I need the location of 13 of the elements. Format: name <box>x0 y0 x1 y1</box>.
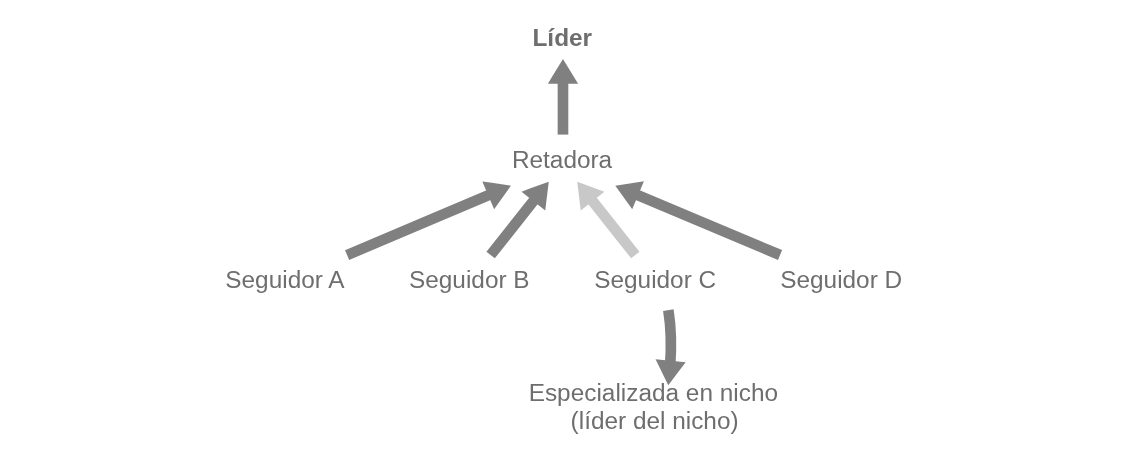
arrow <box>486 181 549 259</box>
arrow <box>577 181 640 259</box>
arrow <box>615 181 783 260</box>
node-text: Líder <box>532 24 593 52</box>
arrow <box>345 181 511 260</box>
node-text: Seguidor B <box>409 266 530 294</box>
node-text: Seguidor D <box>780 266 903 294</box>
node-text: Especializada en nicho (líder del nicho) <box>528 379 779 434</box>
arrow <box>547 59 579 135</box>
node-text: Retadora <box>511 145 613 173</box>
arrow <box>655 309 686 386</box>
node-text: Seguidor C <box>594 266 717 294</box>
node-text: Seguidor A <box>225 266 345 294</box>
